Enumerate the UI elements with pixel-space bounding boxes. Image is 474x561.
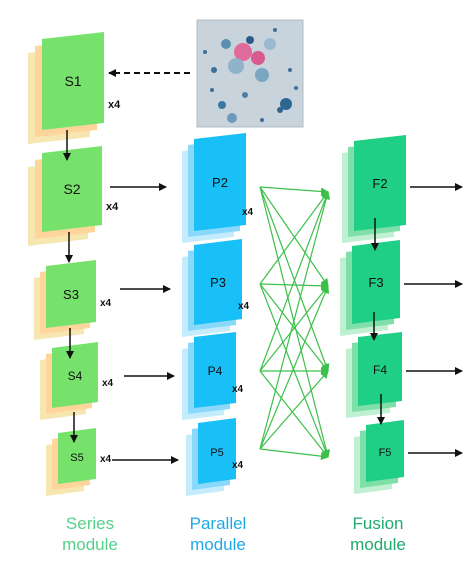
parallel-label-p2: P2: [212, 175, 228, 190]
fusion-caption: Fusion module: [328, 513, 428, 555]
series-repeat-s2: x4: [106, 201, 119, 213]
mesh-p5-f4: [259, 370, 329, 450]
series-block-s2: S2 x4: [28, 146, 119, 246]
fusion-block-f4: F4: [346, 332, 402, 418]
series-front-layer: [58, 428, 96, 484]
series-block-s4: S4 x4: [40, 342, 114, 420]
fusion-label-f5: F5: [379, 447, 392, 459]
parallel-repeat-p5: x4: [232, 460, 244, 471]
parallel-caption-line2: module: [190, 535, 246, 554]
parallel-repeat-p3: x4: [238, 301, 250, 312]
parallel-front-layer: [194, 133, 246, 231]
series-front-layer: [42, 32, 104, 130]
mesh-p5-f5: [259, 448, 329, 461]
parallel-caption-line1: Parallel: [189, 514, 247, 533]
parallel-block-p3: P3 x4: [182, 239, 250, 337]
mesh-p3-f3: [259, 281, 329, 290]
mesh-p3-f4: [259, 283, 329, 372]
series-caption: Series module: [40, 513, 140, 555]
parallel-block-p4: P4 x4: [182, 332, 244, 420]
series-label-s5: S5: [70, 452, 83, 464]
mesh-p3-f2: [259, 191, 329, 285]
fusion-front-layer: [366, 420, 404, 482]
parallel-block-p2: P2 x4: [182, 133, 254, 243]
parallel-repeat-p2: x4: [242, 207, 254, 218]
mesh-p4-f2: [259, 191, 330, 372]
series-repeat-s5: x4: [100, 454, 112, 465]
series-label-s3: S3: [63, 287, 79, 302]
mesh-p2-f4: [259, 186, 330, 372]
fusion-caption-line2: module: [350, 535, 406, 554]
parallel-label-p4: P4: [208, 364, 223, 378]
parallel-front-layer: [194, 239, 242, 325]
parallel-label-p5: P5: [210, 447, 223, 459]
fusion-label-f2: F2: [372, 176, 387, 191]
series-front-layer: [46, 260, 96, 328]
parallel-repeat-p4: x4: [232, 384, 244, 395]
series-caption-line2: module: [62, 535, 118, 554]
fusion-label-f3: F3: [368, 275, 383, 290]
mesh-p5-f3: [259, 285, 329, 450]
series-repeat-s3: x4: [100, 298, 112, 309]
mesh-p2-f3: [259, 186, 329, 287]
fusion-front-layer: [354, 135, 406, 231]
series-repeat-s1: x4: [108, 99, 121, 111]
series-front-layer: [52, 342, 98, 408]
mesh-p4-f5: [259, 370, 329, 458]
series-block-s1: S1 x4: [28, 32, 121, 144]
mesh-p2-f2: [259, 186, 329, 196]
series-repeat-s4: x4: [102, 378, 114, 389]
fusion-front-layer: [352, 240, 400, 324]
series-label-s1: S1: [64, 73, 81, 89]
series-caption-line1: Series: [65, 514, 115, 533]
parallel-front-layer: [198, 418, 236, 484]
cell-image: [196, 19, 304, 128]
fusion-front-layer: [358, 332, 402, 406]
series-block-s3: S3 x4: [34, 260, 112, 340]
fusion-caption-line1: Fusion: [352, 514, 404, 533]
mesh-p4-f3: [259, 285, 329, 372]
series-front-layer: [42, 146, 102, 232]
fusion-block-f5: F5: [354, 420, 404, 494]
parallel-caption: Parallel module: [168, 513, 268, 555]
fusion-label-f4: F4: [373, 363, 387, 377]
series-label-s4: S4: [68, 369, 83, 383]
series-label-s2: S2: [63, 181, 80, 197]
parallel-label-p3: P3: [210, 275, 226, 290]
fusion-block-f2: F2: [342, 135, 406, 243]
parallel-front-layer: [194, 332, 236, 408]
series-block-s5: S5 x4: [46, 428, 112, 496]
parallel-block-p5: P5 x4: [186, 418, 244, 496]
fusion-block-f3: F3: [340, 240, 400, 336]
mesh-p5-f2: [259, 191, 331, 450]
